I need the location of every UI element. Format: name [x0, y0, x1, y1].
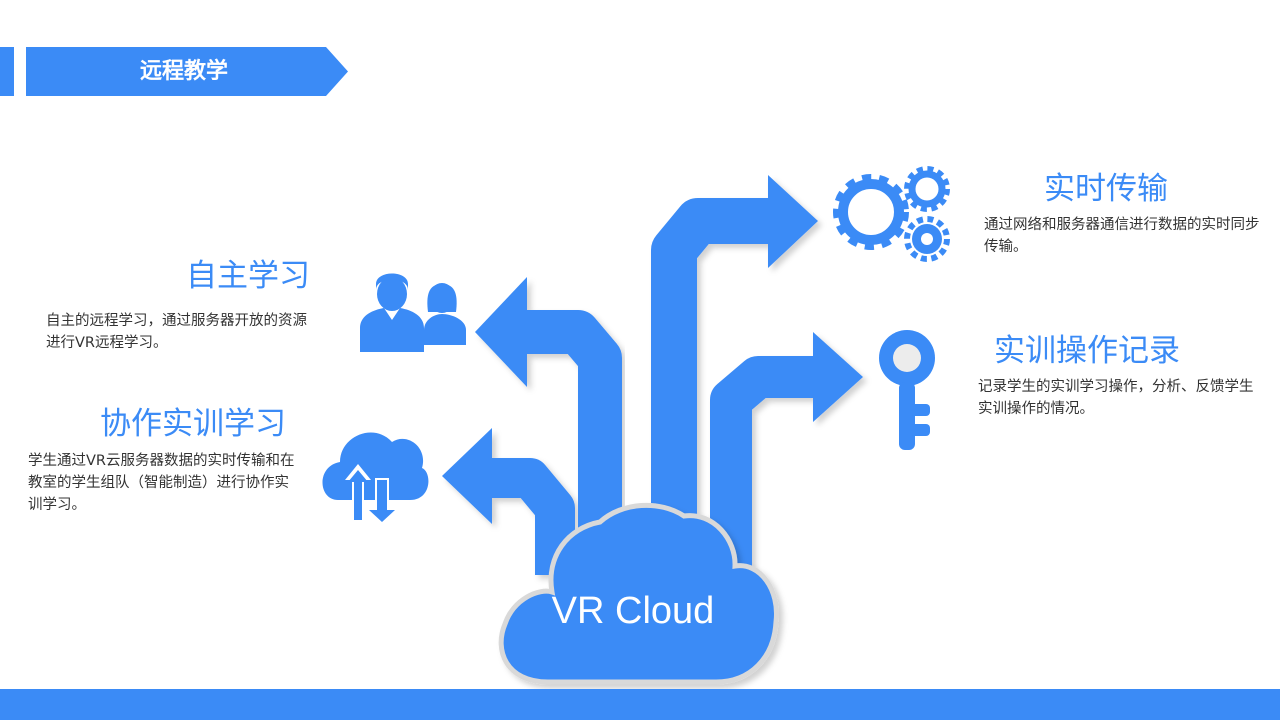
collab-title: 协作实训学习: [100, 406, 286, 442]
realtime-title: 实时传输: [1044, 171, 1168, 207]
title-banner: 远程教学: [26, 47, 348, 96]
key-icon: [879, 330, 935, 450]
left-accent-tab: [0, 47, 14, 96]
collab-desc: 学生通过VR云服务器数据的实时传输和在教室的学生组队（智能制造）进行协作实训学习…: [28, 453, 295, 513]
users-icon: [360, 273, 466, 352]
arrow-collab: [442, 428, 575, 575]
page-title: 远程教学: [139, 59, 228, 84]
gears-icon: [833, 166, 950, 262]
cloud-sync-icon: [322, 432, 429, 526]
record-title: 实训操作记录: [994, 333, 1180, 369]
arrow-record: [710, 332, 863, 580]
arrow-self-study: [475, 277, 622, 560]
self-study-title: 自主学习: [186, 258, 310, 294]
vr-cloud-label: VR Cloud: [551, 590, 715, 632]
title-banner-shape: [26, 47, 348, 96]
record-desc: 记录学生的实训学习操作，分析、反馈学生实训操作的情况。: [978, 379, 1254, 417]
realtime-desc: 通过网络和服务器通信进行数据的实时同步传输。: [984, 217, 1260, 255]
vr-cloud-shape: [498, 502, 779, 685]
self-study-desc: 自主的远程学习，通过服务器开放的资源进行VR远程学习。: [46, 313, 307, 351]
arrow-realtime: [651, 175, 818, 560]
bottom-bar: [0, 689, 1280, 720]
